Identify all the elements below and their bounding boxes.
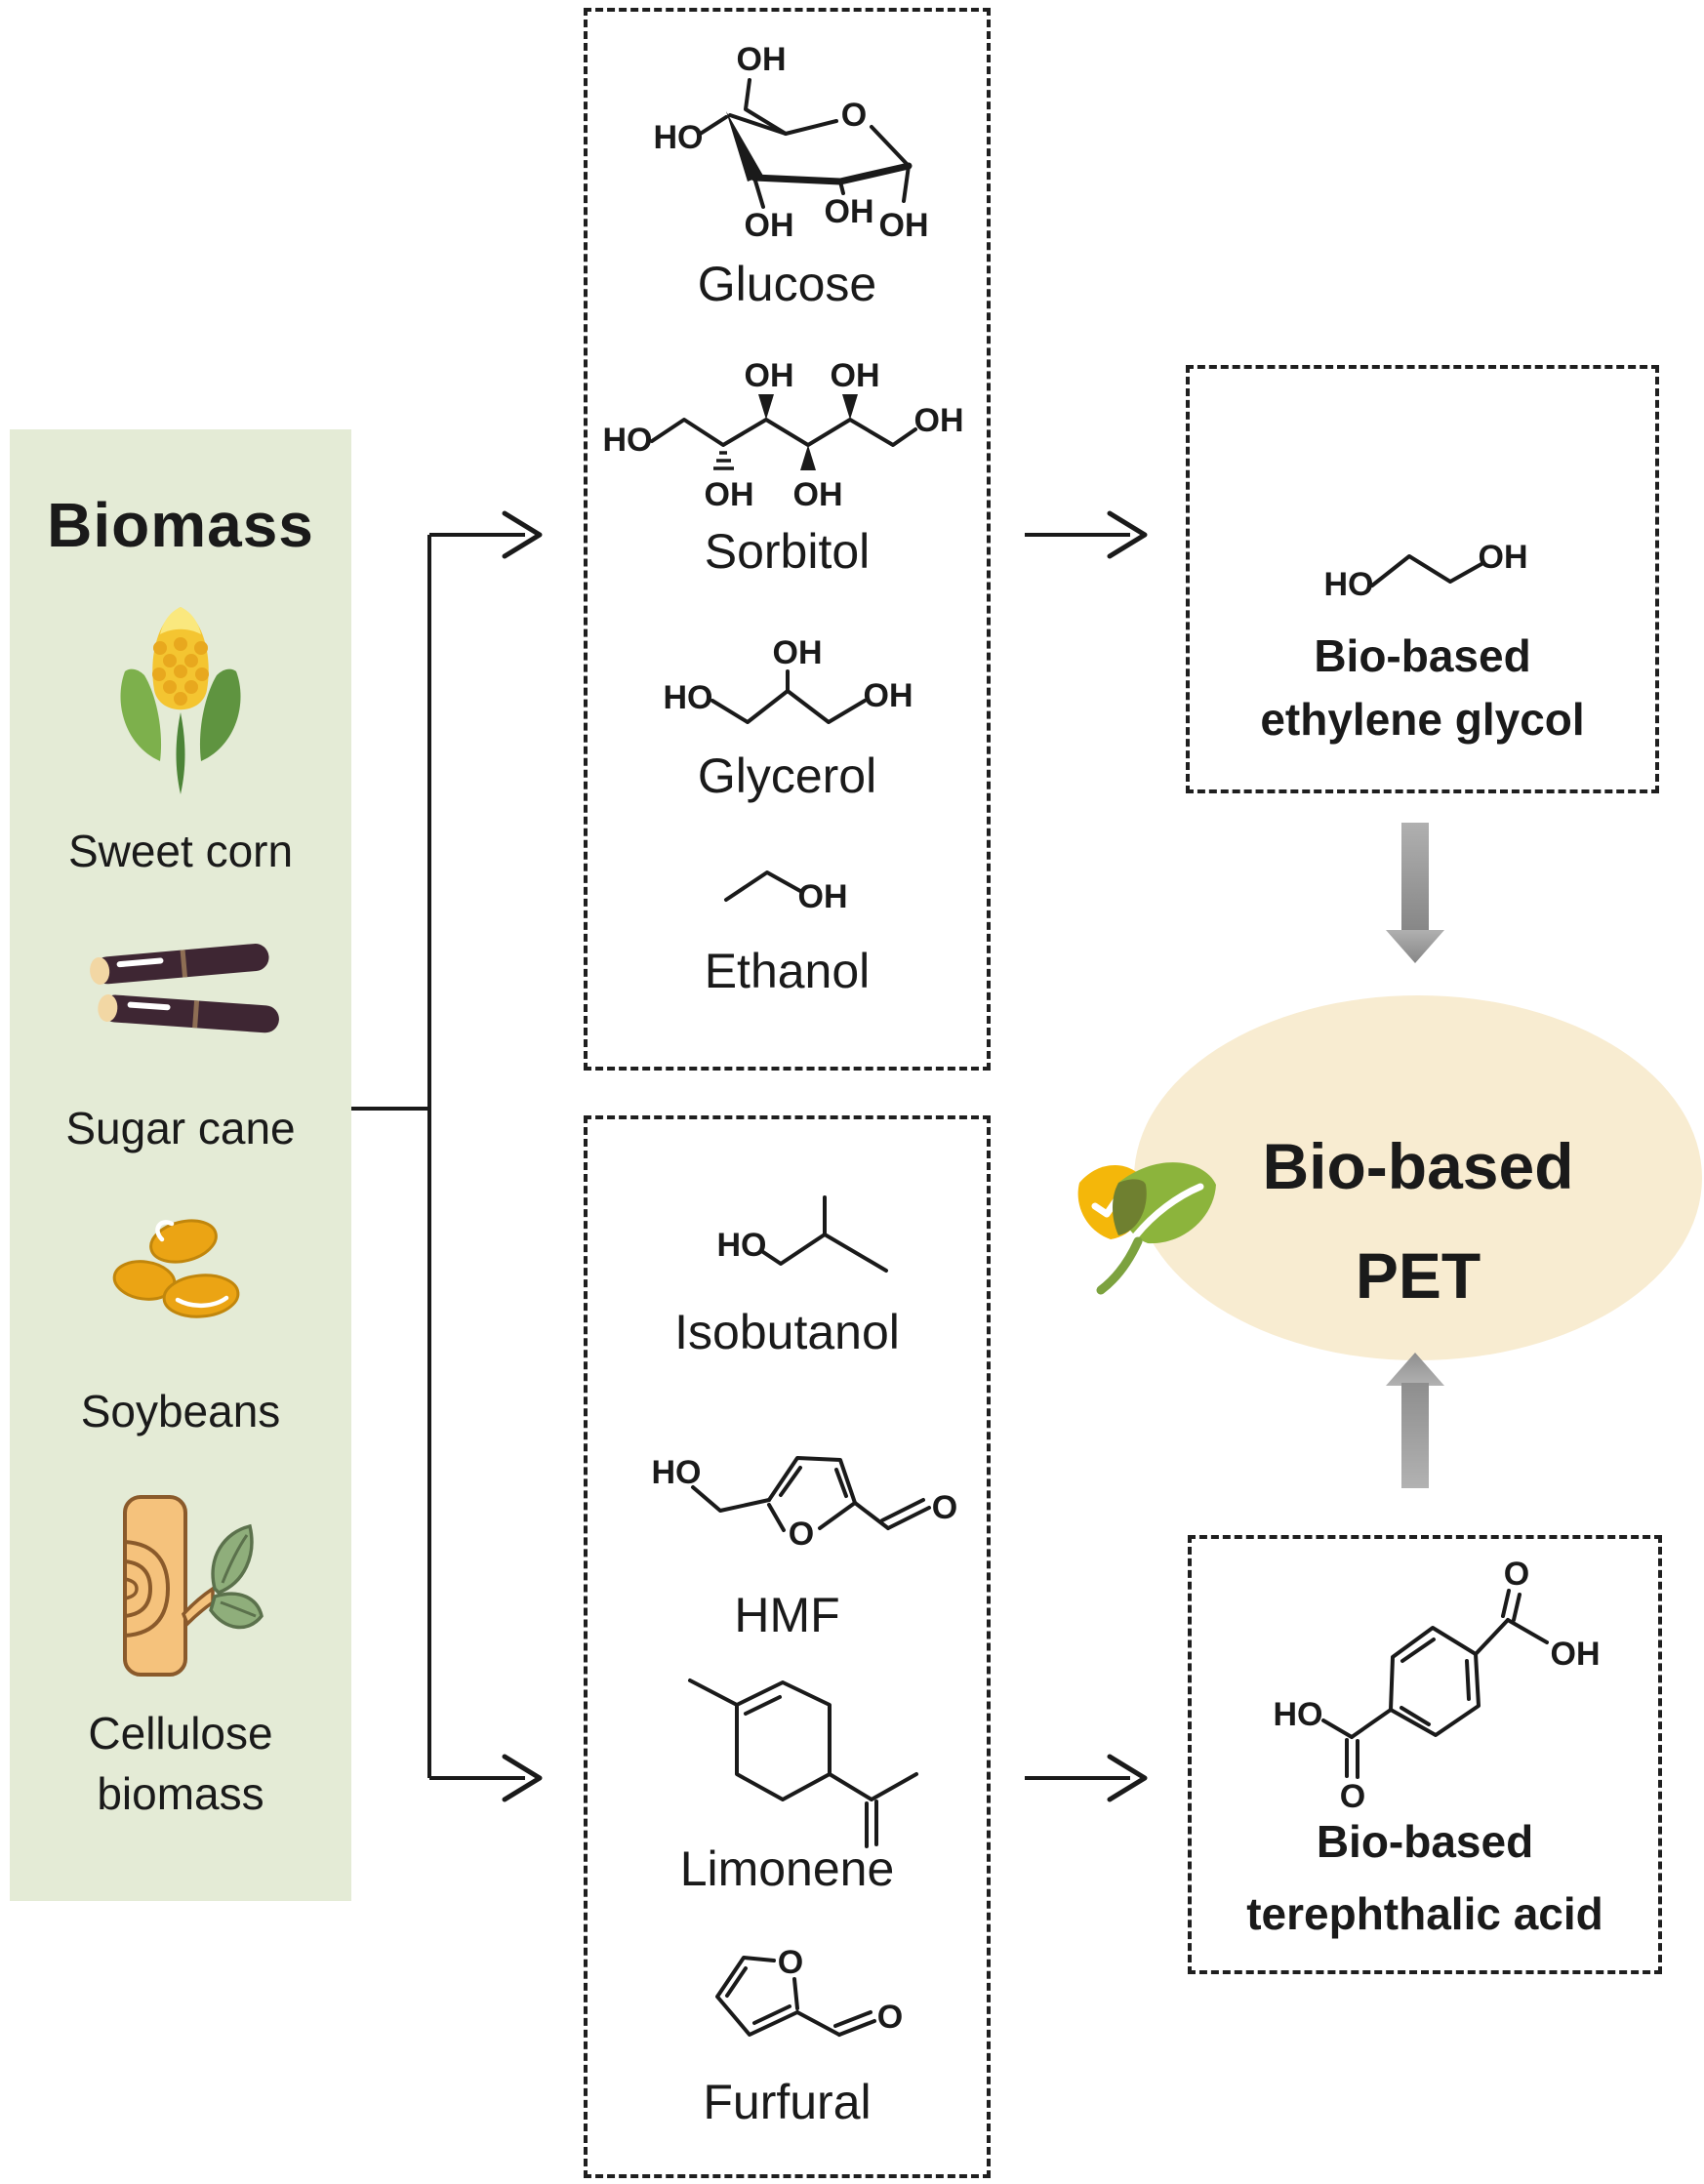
- hmf-structure: HO O O: [652, 1454, 958, 1553]
- terephthalic-acid-label-line1: Bio-based: [1316, 1816, 1534, 1867]
- soybeans-icon: [112, 1219, 240, 1318]
- atom-label: OH: [773, 634, 823, 671]
- atom-label: OH: [1551, 1636, 1601, 1673]
- arrowhead-aromatics: [502, 1754, 543, 1802]
- molecule-name: Ethanol: [704, 944, 871, 998]
- bio-based-pet-label: Bio-based PET: [1174, 1112, 1662, 1330]
- atom-label: HO: [1274, 1696, 1323, 1733]
- atom-label: OH: [793, 476, 843, 513]
- molecule-name: Isobutanol: [674, 1305, 900, 1359]
- ethanol-structure: OH: [724, 870, 848, 915]
- atom-label: O: [932, 1489, 957, 1526]
- atom-label: O: [789, 1516, 814, 1553]
- aromatic-intermediates-box: [584, 1115, 991, 2178]
- biomass-item-label: Sugar cane: [65, 1103, 296, 1153]
- atom-label: OH: [831, 357, 880, 394]
- atom-label: HO: [654, 119, 704, 156]
- atom-label: HO: [652, 1454, 702, 1491]
- biomass-item-label: Cellulose biomass: [88, 1708, 273, 1820]
- atom-label: OH: [745, 357, 794, 394]
- arrowhead-tpa: [1107, 1754, 1148, 1802]
- atom-label: OH: [914, 402, 964, 439]
- glucose-structure: OH HO O OH OH OH: [654, 41, 929, 244]
- sorbitol-structure: HO OH OH OH OH OH: [603, 357, 964, 513]
- sugarcane-icon: [90, 944, 279, 1033]
- atom-label: OH: [745, 207, 794, 244]
- atom-label: O: [877, 1999, 903, 2036]
- terephthalic-acid-label: Bio-based terephthalic acid: [1188, 1806, 1662, 1950]
- ethylene-glycol-box: [1186, 365, 1659, 793]
- biomass-panel: Biomass Sweet corn: [10, 429, 351, 1901]
- atom-label: HO: [717, 1227, 767, 1264]
- atom-label: OH: [864, 677, 913, 714]
- biomass-item-label: Sweet corn: [67, 826, 294, 876]
- molecule-name: Limonene: [679, 1841, 895, 1896]
- isobutanol-structure: HO: [717, 1195, 888, 1273]
- down-block-arrow-icon: [1386, 823, 1444, 963]
- arrowhead-eg: [1107, 510, 1148, 559]
- glycerol-structure: OH HO OH: [664, 634, 913, 724]
- ethylene-glycol-label-line1: Bio-based: [1314, 630, 1531, 681]
- cellulose-icon: [123, 1495, 264, 1677]
- atom-label: HO: [664, 679, 713, 716]
- biomass-item-label: Soybeans: [80, 1386, 281, 1436]
- ethylene-glycol-label-line2: ethylene glycol: [1260, 694, 1585, 746]
- atom-label: OH: [879, 207, 929, 244]
- molecule-name: HMF: [734, 1588, 840, 1642]
- atom-label: HO: [1324, 566, 1374, 603]
- sugar-intermediates-box: [584, 8, 991, 1071]
- leaf-icon: [1077, 1162, 1216, 1295]
- ethylene-glycol-structure: HO OH: [1324, 539, 1528, 603]
- atom-label: O: [841, 97, 867, 134]
- bio-based-pet-ellipse: [1134, 995, 1702, 1360]
- atom-label: O: [1504, 1556, 1529, 1593]
- atom-label: HO: [603, 422, 653, 459]
- corn-icon: [120, 607, 241, 794]
- atom-label: OH: [798, 878, 848, 915]
- arrowhead-sugars: [502, 510, 543, 559]
- molecule-name: Sorbitol: [704, 524, 871, 579]
- molecule-name: Glycerol: [697, 748, 877, 803]
- terephthalic-acid-structure: O OH HO O: [1274, 1556, 1601, 1815]
- biomass-panel-title: Biomass: [47, 490, 314, 560]
- atom-label: OH: [705, 476, 754, 513]
- terephthalic-acid-box: [1188, 1535, 1662, 1974]
- furfural-structure: O O: [715, 1944, 903, 2037]
- pet-label-line1: Bio-based: [1262, 1130, 1574, 1202]
- molecule-name: Furfural: [703, 2075, 872, 2129]
- up-block-arrow-icon: [1386, 1353, 1444, 1488]
- molecule-name: Glucose: [697, 257, 877, 311]
- limonene-structure: [688, 1678, 918, 1848]
- atom-label: OH: [737, 41, 787, 78]
- atom-label: O: [1340, 1778, 1365, 1815]
- atom-label: OH: [825, 193, 874, 230]
- pet-label-line2: PET: [1355, 1239, 1481, 1313]
- ethylene-glycol-label: Bio-based ethylene glycol: [1186, 625, 1659, 752]
- atom-label: OH: [1479, 539, 1528, 576]
- atom-label: O: [778, 1944, 803, 1981]
- terephthalic-acid-label-line2: terephthalic acid: [1246, 1887, 1603, 1939]
